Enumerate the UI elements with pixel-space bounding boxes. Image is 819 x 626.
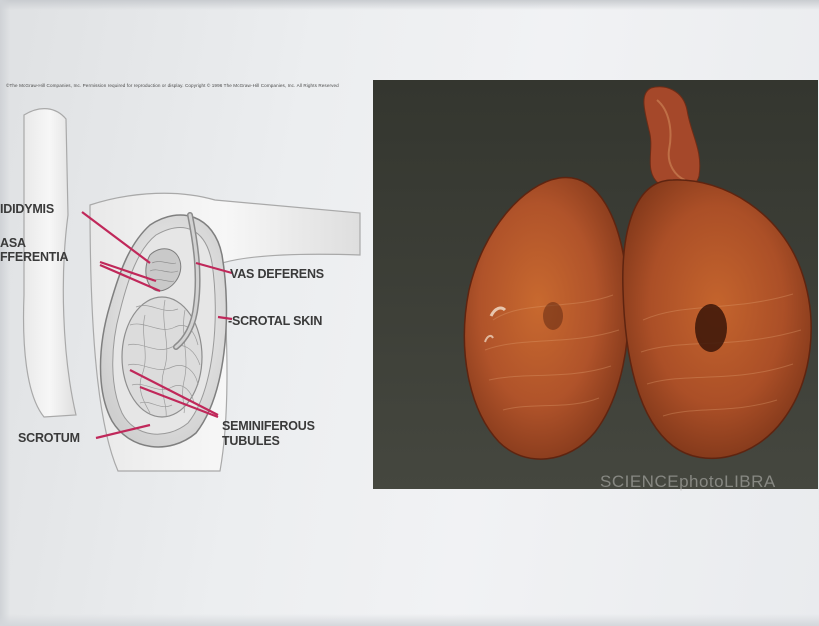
label-vasa-line2: FFERENTIA xyxy=(0,250,68,264)
specimen-photo xyxy=(373,80,818,489)
specimen-dark-spot xyxy=(695,304,727,352)
page-shadow-top xyxy=(0,0,819,10)
specimen-drawing xyxy=(373,80,818,489)
label-vas-deferens: VAS DEFERENS xyxy=(230,267,324,281)
label-scrotum: SCROTUM xyxy=(18,431,80,445)
copyright-line: ©The McGraw-Hill Companies, Inc. Permiss… xyxy=(6,83,356,88)
label-scrotal-skin: -SCROTAL SKIN xyxy=(228,314,322,328)
label-epididymis: IDIDYMIS xyxy=(0,202,54,216)
testis-body xyxy=(122,297,202,417)
photo-watermark: SCIENCEphotoLIBRA xyxy=(600,472,776,492)
page-shadow-bottom xyxy=(0,614,819,626)
label-vasa-line1: ASA xyxy=(0,236,26,250)
label-seminiferous-line1: SEMINIFEROUS xyxy=(222,419,315,433)
anatomy-diagram: IDIDYMIS ASA FFERENTIA VAS DEFERENS -SCR… xyxy=(0,95,370,485)
label-seminiferous-line2: TUBULES xyxy=(222,434,280,448)
